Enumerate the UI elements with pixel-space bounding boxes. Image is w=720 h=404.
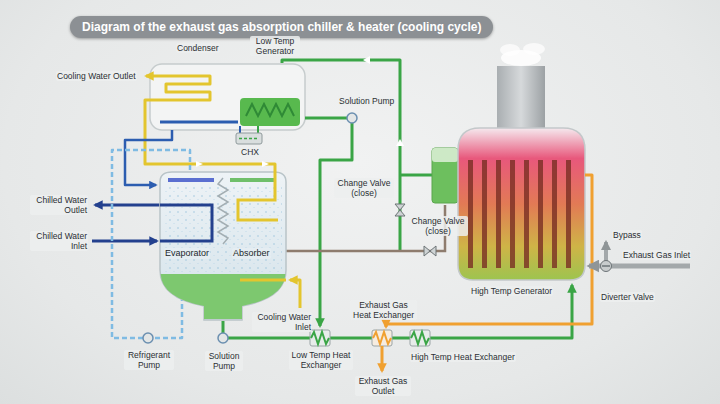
diverter-valve [602, 265, 610, 267]
change-valve [424, 246, 436, 256]
change-valve [395, 204, 405, 216]
heat-exchanger [373, 332, 391, 344]
part-label: Bypass [612, 230, 642, 240]
heat-exchanger [310, 330, 430, 346]
refrigerant-pipe [153, 296, 182, 338]
node-outline [160, 170, 286, 322]
high-temp-generator [432, 43, 585, 280]
solution-pipe [430, 285, 572, 338]
part-label: Exhaust Gas Outlet [355, 376, 411, 396]
high-temp-generator [523, 43, 545, 55]
part-label: Cooling Water Outlet [56, 71, 137, 81]
condenser-vessel [150, 64, 305, 130]
absorber-tube [238, 170, 278, 220]
part-label: Refrigerant Pump [124, 350, 174, 370]
high-temp-generator [482, 160, 487, 268]
chilled-water-pipe [92, 205, 160, 241]
vessel-box: Evaporator Absorber [160, 170, 286, 322]
pump [143, 333, 153, 343]
condenser-vessel [246, 104, 294, 116]
part-label: Solution Pump [338, 96, 395, 106]
part-label: Solution Pump [205, 351, 243, 371]
pump [218, 333, 228, 343]
flow-arrow [196, 161, 203, 167]
exhaust-gas-pipe [604, 242, 608, 262]
vessel-outline [160, 172, 286, 320]
heat-exchanger [411, 332, 429, 344]
flow-arrow [196, 56, 404, 167]
high-temp-generator [500, 44, 520, 56]
evaporator-tube [160, 205, 212, 241]
flow-arrow [396, 139, 404, 146]
flow-arrow [262, 161, 269, 167]
cooling-water-pipe [290, 280, 300, 308]
heat-exchanger [410, 330, 430, 346]
absorber-tube [240, 279, 286, 282]
chx-exchanger [239, 138, 259, 140]
solution-pipe [305, 117, 347, 120]
part-label: Exhaust Gas Heat Exchanger [350, 300, 417, 320]
condenser-vessel [240, 98, 300, 126]
high-temp-generator [497, 66, 545, 130]
chilled-water-pipe [92, 240, 157, 243]
high-temp-generator [468, 160, 473, 268]
high-temp-generator [552, 160, 557, 268]
part-label: Low Temp Heat Exchanger [289, 350, 353, 370]
high-temp-generator [538, 160, 543, 268]
part-label: Condenser [176, 43, 220, 53]
refrigerant-spray [168, 178, 214, 182]
part-label: Cooling Water Inlet [252, 312, 312, 332]
chilled-water-pipe [95, 204, 160, 207]
high-temp-generator [496, 160, 501, 268]
part-label: Change Valve (close) [408, 216, 468, 236]
diverter-valve [601, 261, 612, 272]
solution-pipe [330, 337, 372, 340]
condenser-vessel [150, 64, 305, 130]
part-label: Chilled Water Outlet [30, 195, 88, 215]
high-temp-generator [432, 148, 458, 203]
solution-spray [230, 178, 276, 182]
diverter-valve [601, 261, 612, 272]
heat-exchanger [372, 330, 392, 346]
part-label: CHX [240, 147, 260, 157]
part-label: High Temp Generator [470, 286, 553, 296]
condenser-vessel [160, 121, 238, 124]
solution-pipe [392, 337, 410, 340]
part-label: High Temp Heat Exchanger [410, 352, 516, 362]
part-label: Chilled Water Inlet [30, 231, 88, 251]
high-temp-generator [524, 160, 529, 268]
part-label: Diverter Valve [600, 292, 655, 302]
heat-exchanger [310, 330, 330, 346]
pump [143, 113, 357, 343]
chx-exchanger [257, 126, 259, 133]
solution-pipe [320, 123, 352, 326]
cooling-water-pipe [145, 76, 275, 170]
high-temp-generator [458, 128, 585, 280]
flow-arrow [363, 56, 370, 64]
pump [347, 113, 357, 123]
high-temp-generator [510, 160, 515, 268]
part-label: Change Valve (close) [334, 178, 394, 198]
solution-pipe [222, 321, 225, 333]
solution-pipe [400, 174, 432, 177]
solution-pipe [228, 337, 310, 340]
heat-exchanger [311, 332, 329, 344]
exhaust-gas-pipe [382, 175, 690, 371]
part-label: Exhaust Gas Inlet [622, 250, 691, 260]
part-name: Absorber [232, 248, 271, 259]
exhaust-gas-pipe [381, 346, 384, 371]
high-temp-generator [432, 148, 458, 162]
chx-exchanger [236, 133, 262, 144]
part-label: Low Temp Generator [250, 36, 300, 56]
part-name: Evaporator [164, 248, 210, 259]
eliminator-baffle [218, 178, 228, 244]
chx-exchanger [239, 126, 241, 133]
high-temp-generator [566, 160, 571, 268]
high-temp-generator [468, 160, 571, 268]
solution-pipe [282, 60, 400, 250]
diagram-title: Diagram of the exhaust gas absorption ch… [70, 16, 493, 38]
chx-exchanger [236, 126, 262, 144]
